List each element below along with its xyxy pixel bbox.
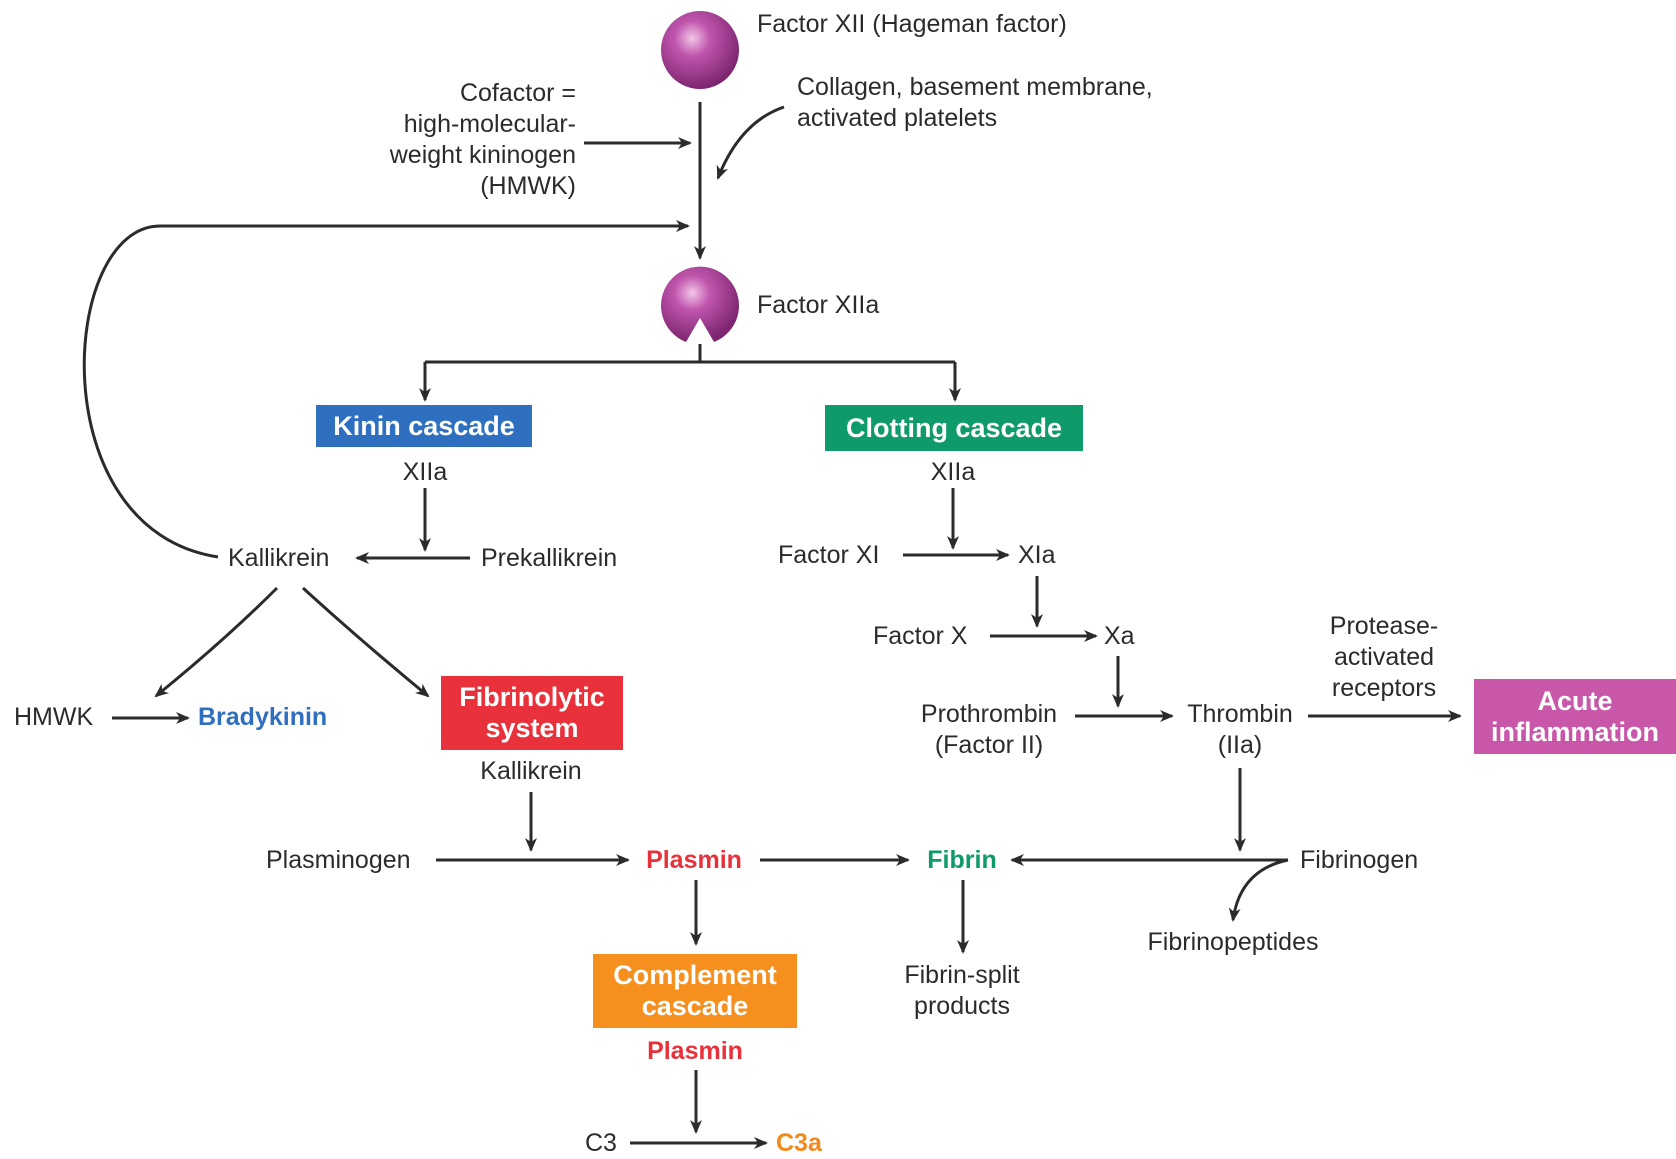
xiia-clotting-label: XIIa xyxy=(930,458,976,486)
prekallikrein-label: Prekallikrein xyxy=(481,544,618,572)
thrombin-label: Thrombin (IIa) xyxy=(1187,700,1293,759)
prothrombin-label: Prothrombin (Factor II) xyxy=(920,700,1058,759)
factor-xii-sphere-icon xyxy=(661,11,739,89)
arrow-kallikrein-to-bradykinin xyxy=(154,586,279,698)
arrow-collagen xyxy=(716,105,785,180)
complement-cascade-box: Complement cascade xyxy=(593,954,797,1028)
cofactor-label: Cofactor = high-molecular- weight kinino… xyxy=(389,79,576,200)
collagen-label: Collagen, basement membrane, activated p… xyxy=(797,73,1153,132)
acute-inflammation-box: Acute inflammation xyxy=(1474,679,1676,754)
arrow-kallikrein-to-fibrinolytic xyxy=(301,586,430,698)
protease-receptors-label: Protease- activated receptors xyxy=(1329,612,1439,702)
plasminogen-label: Plasminogen xyxy=(266,846,411,874)
plasmin-label: Plasmin xyxy=(646,846,742,874)
hmwk-label: HMWK xyxy=(14,703,94,731)
factor-xiia-sphere-icon xyxy=(661,266,740,342)
kinin-cascade-box: Kinin cascade xyxy=(316,405,532,447)
arrow-fibrinogen-to-fibrinopeptides xyxy=(1228,858,1289,922)
clotting-cascade-box: Clotting cascade xyxy=(825,405,1083,451)
factor-x-label: Factor X xyxy=(873,622,968,650)
factor-xi-label: Factor XI xyxy=(778,541,880,569)
factor-xiia-label: Factor XIIa xyxy=(757,291,880,319)
fibrinogen-label: Fibrinogen xyxy=(1300,846,1419,874)
xa-label: Xa xyxy=(1104,622,1135,650)
fibrinolytic-system-box: Fibrinolytic system xyxy=(441,676,623,750)
factor-xii-label: Factor XII (Hageman factor) xyxy=(757,10,1067,38)
kallikrein-label: Kallikrein xyxy=(228,544,330,572)
c3a-label: C3a xyxy=(776,1129,822,1157)
kallikrein-fibrinolytic-label: Kallikrein xyxy=(480,757,582,785)
arrow-kallikrein-feedback xyxy=(82,220,690,559)
xia-label: XIa xyxy=(1018,541,1056,569)
plasmin-complement-label: Plasmin xyxy=(647,1037,743,1065)
fibrin-label: Fibrin xyxy=(927,846,997,874)
fibrinopeptides-label: Fibrinopeptides xyxy=(1147,928,1319,956)
bradykinin-label: Bradykinin xyxy=(198,703,328,731)
c3-label: C3 xyxy=(585,1129,617,1157)
fibrin-split-products-label: Fibrin-split products xyxy=(904,961,1020,1020)
xiia-kinin-label: XIIa xyxy=(402,458,448,486)
